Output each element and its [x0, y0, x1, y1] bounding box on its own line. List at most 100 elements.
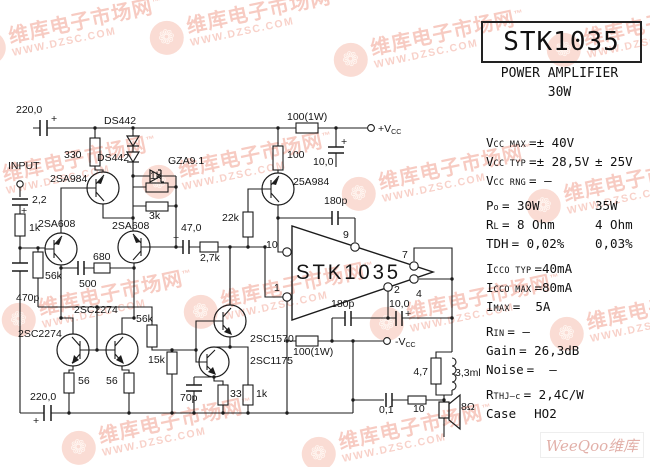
ic-pins	[282, 242, 419, 302]
capacitors	[12, 120, 403, 421]
spec-row: TDH= 0,02%0,03%	[486, 236, 633, 251]
part-number: STK1035	[503, 27, 620, 57]
spec-row: VCC MAX=± 40V	[486, 135, 575, 150]
diode-ds442-1	[125, 135, 141, 148]
part-number-box: STK1035	[481, 21, 642, 63]
label-r10: 10	[413, 403, 425, 415]
label-plus: +	[33, 415, 39, 427]
spec-row: Noise= –	[486, 362, 557, 377]
spec-row: ICCO MAX=80mA	[486, 280, 573, 295]
input-terminal	[16, 180, 24, 188]
spec-group-thermal: RTHJ–c= 2,4C/W Case HO2	[486, 385, 648, 423]
label-inductor: 3,3mkH	[455, 367, 480, 379]
inductor-coil	[451, 357, 457, 391]
label-plus: +	[341, 136, 347, 148]
label-c10-top: 10,0	[313, 156, 334, 168]
zener-gza9-icon	[149, 168, 164, 184]
label-r56-b: 56	[106, 375, 118, 387]
input-label: INPUT	[8, 160, 40, 172]
label-r33: 33	[230, 388, 242, 400]
pin1-label: 1	[274, 282, 280, 294]
specs-panel: VCC MAX=± 40V VCC TYP=± 28,5V± 25V VCC R…	[486, 133, 648, 429]
pin10-label: 10	[266, 239, 278, 251]
spec-row: VCC RNG= –	[486, 173, 552, 188]
label-r1k-in: 1k	[29, 222, 41, 234]
spec-row: Case HO2	[486, 406, 557, 421]
spec-row: RTHJ–c= 2,4C/W	[486, 387, 584, 402]
label-c180p-bot: 180p	[331, 298, 355, 310]
label-q6: 2SC1570	[250, 333, 294, 345]
label-gza9: GZA9.1	[168, 155, 204, 167]
vcc-pos-terminal	[367, 124, 375, 132]
label-r15k: 15k	[148, 354, 166, 366]
label-c470p: 470p	[16, 292, 40, 304]
label-q7: 2SC1175	[250, 355, 293, 367]
diode-ds442-2	[125, 151, 141, 164]
spec-row: ICCO TYP=40mA	[486, 261, 573, 276]
power-rating: 30W	[547, 85, 572, 100]
label-r2-7k: 2,7k	[200, 252, 221, 264]
label-q5a: 2SC2274	[18, 328, 62, 340]
wires	[19, 127, 457, 437]
label-r56k-in: 56k	[45, 270, 63, 282]
label-plus: +	[405, 308, 411, 320]
label-ds442-2: DS442	[97, 152, 129, 164]
label-c47: 47,0	[181, 222, 202, 234]
label-c180p-top: 180p	[324, 195, 348, 207]
spec-group-current: ICCO TYP=40mA ICCO MAX=80mA IMAX= 5A	[486, 259, 648, 316]
speaker-impedance-label: 8Ω	[461, 401, 475, 413]
spec-row: Gain= 26,3dB	[486, 343, 580, 358]
speaker-icon	[438, 393, 461, 431]
label-r100w-bot: 100(1W)	[293, 346, 333, 358]
circuit-schematic: INPUT 220,0 + DS442 DS442 330 GZA9.1 1k …	[8, 104, 480, 437]
pin2-label: 2	[394, 284, 400, 296]
spec-group-gain: RIN= – Gain= 26,3dB Noise= –	[486, 322, 648, 379]
ic-name: STK1035	[296, 261, 401, 284]
vcc-pos-label: +VCC	[378, 123, 401, 136]
label-r3k: 3k	[149, 210, 161, 222]
label-c220-bot: 220,0	[30, 391, 56, 403]
label-q5b: 2SC2274	[74, 304, 118, 316]
label-r56k-mid: 56k	[136, 313, 154, 325]
label-c500: 500	[79, 278, 97, 290]
ic-triangle	[291, 225, 436, 321]
transistors	[44, 171, 295, 378]
label-r56-a: 56	[78, 375, 90, 387]
weeqoo-watermark: WeeQoo维库	[540, 432, 644, 458]
label-r1k-bias: 1k	[150, 170, 162, 182]
label-c2-2: 2,2	[32, 194, 47, 206]
label-r22k: 22k	[222, 212, 240, 224]
vcc-neg-terminal	[383, 337, 391, 345]
label-r4-7: 4,7	[413, 366, 428, 378]
label-plus: +	[21, 205, 27, 217]
label-q2: 2SA608	[38, 218, 76, 230]
spec-row: RIN= –	[486, 324, 530, 339]
label-r330: 330	[64, 149, 82, 161]
label-c0-1: 0,1	[379, 404, 394, 416]
label-r100: 100	[287, 149, 305, 161]
amplifier-subtitle: POWER AMPLIFIER	[500, 66, 619, 81]
label-r1k-out: 1k	[256, 388, 268, 400]
junctions	[18, 126, 454, 415]
label-q1: 2SA984	[50, 173, 88, 185]
spec-row: VCC TYP=± 28,5V± 25V	[486, 154, 633, 169]
label-plus: +	[173, 232, 179, 244]
label-c70p: 70p	[180, 392, 198, 404]
pin9-label: 9	[343, 229, 349, 241]
pin4-label: 4	[416, 288, 422, 300]
resistors	[14, 122, 442, 406]
label-r100w-top: 100(1W)	[287, 111, 327, 123]
label-q4: 25A984	[293, 176, 329, 188]
label-r680: 680	[93, 251, 111, 263]
pin7-label: 7	[402, 249, 408, 261]
label-c10-bot: 10,0	[389, 298, 410, 310]
label-c220-top: 220,0	[16, 104, 42, 116]
label-q3: 2SA608	[112, 220, 150, 232]
spec-row: IMAX= 5A	[486, 299, 551, 314]
spec-group-vcc: VCC MAX=± 40V VCC TYP=± 28,5V± 25V VCC R…	[486, 133, 648, 190]
label-ds442-1: DS442	[104, 115, 136, 127]
